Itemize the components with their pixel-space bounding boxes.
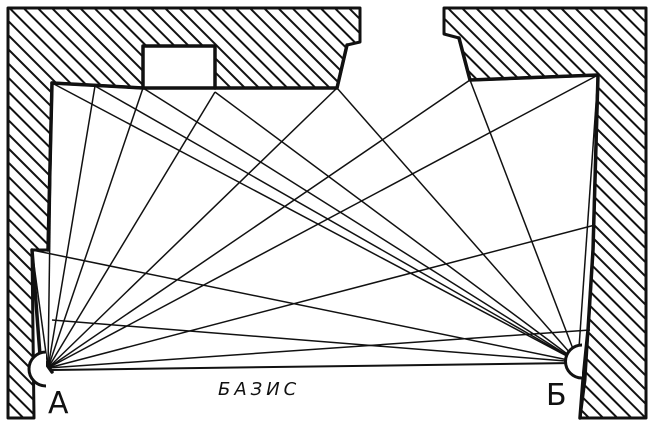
ray (47, 87, 338, 369)
ray (51, 319, 579, 363)
room-outline (30, 36, 600, 420)
baseline-label: БАЗИС (218, 379, 300, 400)
ray (47, 82, 53, 369)
ray (47, 74, 599, 369)
ray (469, 79, 579, 363)
sound-rays (31, 74, 599, 369)
point-b-marker (564, 343, 583, 380)
ray (214, 91, 579, 363)
ray (577, 74, 599, 363)
ray (94, 85, 579, 363)
ray (142, 87, 579, 363)
ray (47, 85, 96, 369)
ray (47, 79, 471, 369)
right-wall-hatch (442, 6, 648, 420)
ray (47, 224, 596, 369)
ray (31, 249, 579, 363)
ray (31, 249, 49, 369)
ray (336, 87, 579, 363)
alcove-edge (141, 44, 217, 90)
ray (47, 329, 591, 369)
point-b-label: Б (546, 378, 567, 413)
point-a-label: А (48, 386, 69, 421)
point-a-marker (27, 350, 47, 388)
ray (51, 82, 579, 363)
baseline-line (51, 362, 575, 371)
